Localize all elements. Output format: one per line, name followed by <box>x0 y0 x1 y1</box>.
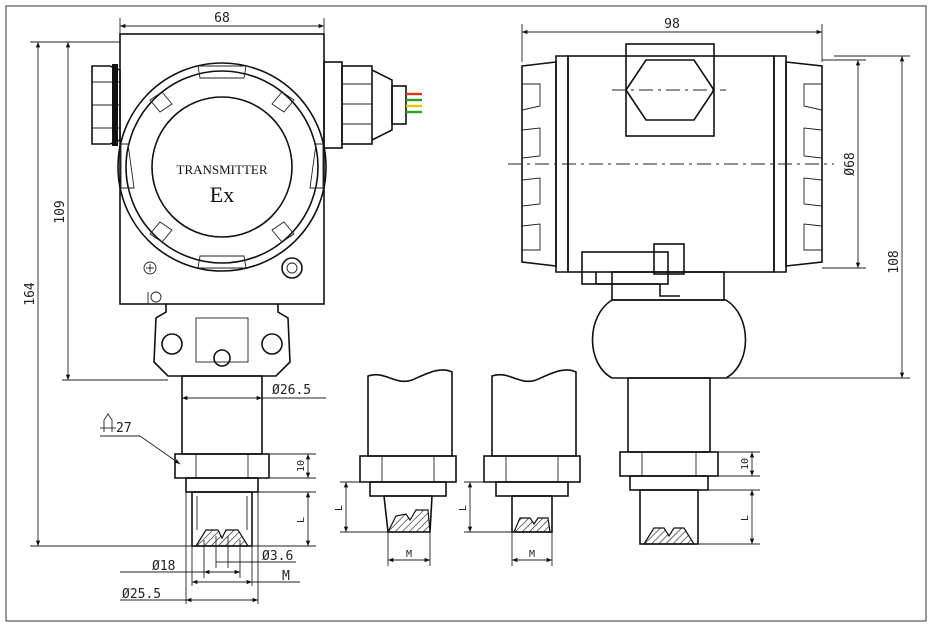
variant-2-fitting <box>483 369 581 533</box>
side-left-cover <box>521 61 557 267</box>
dim-thread-length-front: L <box>296 517 307 523</box>
front-view: TRANSMITTER Ex <box>91 33 422 547</box>
dim-total-height: 164 <box>23 282 38 306</box>
earth-icon <box>143 261 157 275</box>
front-window <box>151 96 293 238</box>
dim-wrench-size: 27 <box>116 421 132 436</box>
ground-screw <box>281 257 303 279</box>
dim-bore-diameter: Ø3.6 <box>262 549 293 564</box>
side-hex <box>619 451 719 477</box>
front-right-gland <box>323 61 422 149</box>
front-stem <box>181 375 263 455</box>
wrench-icon <box>100 413 116 432</box>
face-label-line1: TRANSMITTER <box>177 162 268 177</box>
face-label-line2: Ex <box>210 182 234 207</box>
front-left-gland <box>91 64 121 146</box>
page-border <box>5 5 927 622</box>
dim-var2-thread-m: M <box>529 549 535 560</box>
dim-side-width: 98 <box>664 17 680 32</box>
side-view <box>508 43 834 545</box>
side-neck <box>591 299 747 379</box>
side-stem <box>627 377 711 453</box>
dim-thread-length-var2: L <box>458 505 469 511</box>
dim-face-diameter: Ø18 <box>152 559 175 574</box>
dim-outer-diameter: Ø25.5 <box>122 587 161 602</box>
dim-neck-diameter: Ø26.5 <box>272 383 311 398</box>
dim-thread-length-side: L <box>740 515 751 521</box>
front-housing-body <box>119 33 325 305</box>
dim-side-diameter: Ø68 <box>843 152 858 175</box>
dim-thread-length-var1: L <box>334 505 345 511</box>
dim-hex-height-front: 10 <box>296 460 307 472</box>
dim-front-width: 68 <box>214 11 230 26</box>
dim-hex-height-side: 10 <box>740 458 751 470</box>
variant-1-fitting <box>359 369 457 533</box>
dim-var1-thread-m: M <box>406 549 412 560</box>
front-hex <box>174 453 270 479</box>
dim-side-height: 108 <box>887 250 902 273</box>
dim-housing-height: 109 <box>53 200 68 223</box>
dimension-lines <box>30 18 910 604</box>
side-right-cover <box>785 61 823 267</box>
dim-thread-m: M <box>282 569 290 584</box>
front-cover-outer <box>117 62 327 272</box>
